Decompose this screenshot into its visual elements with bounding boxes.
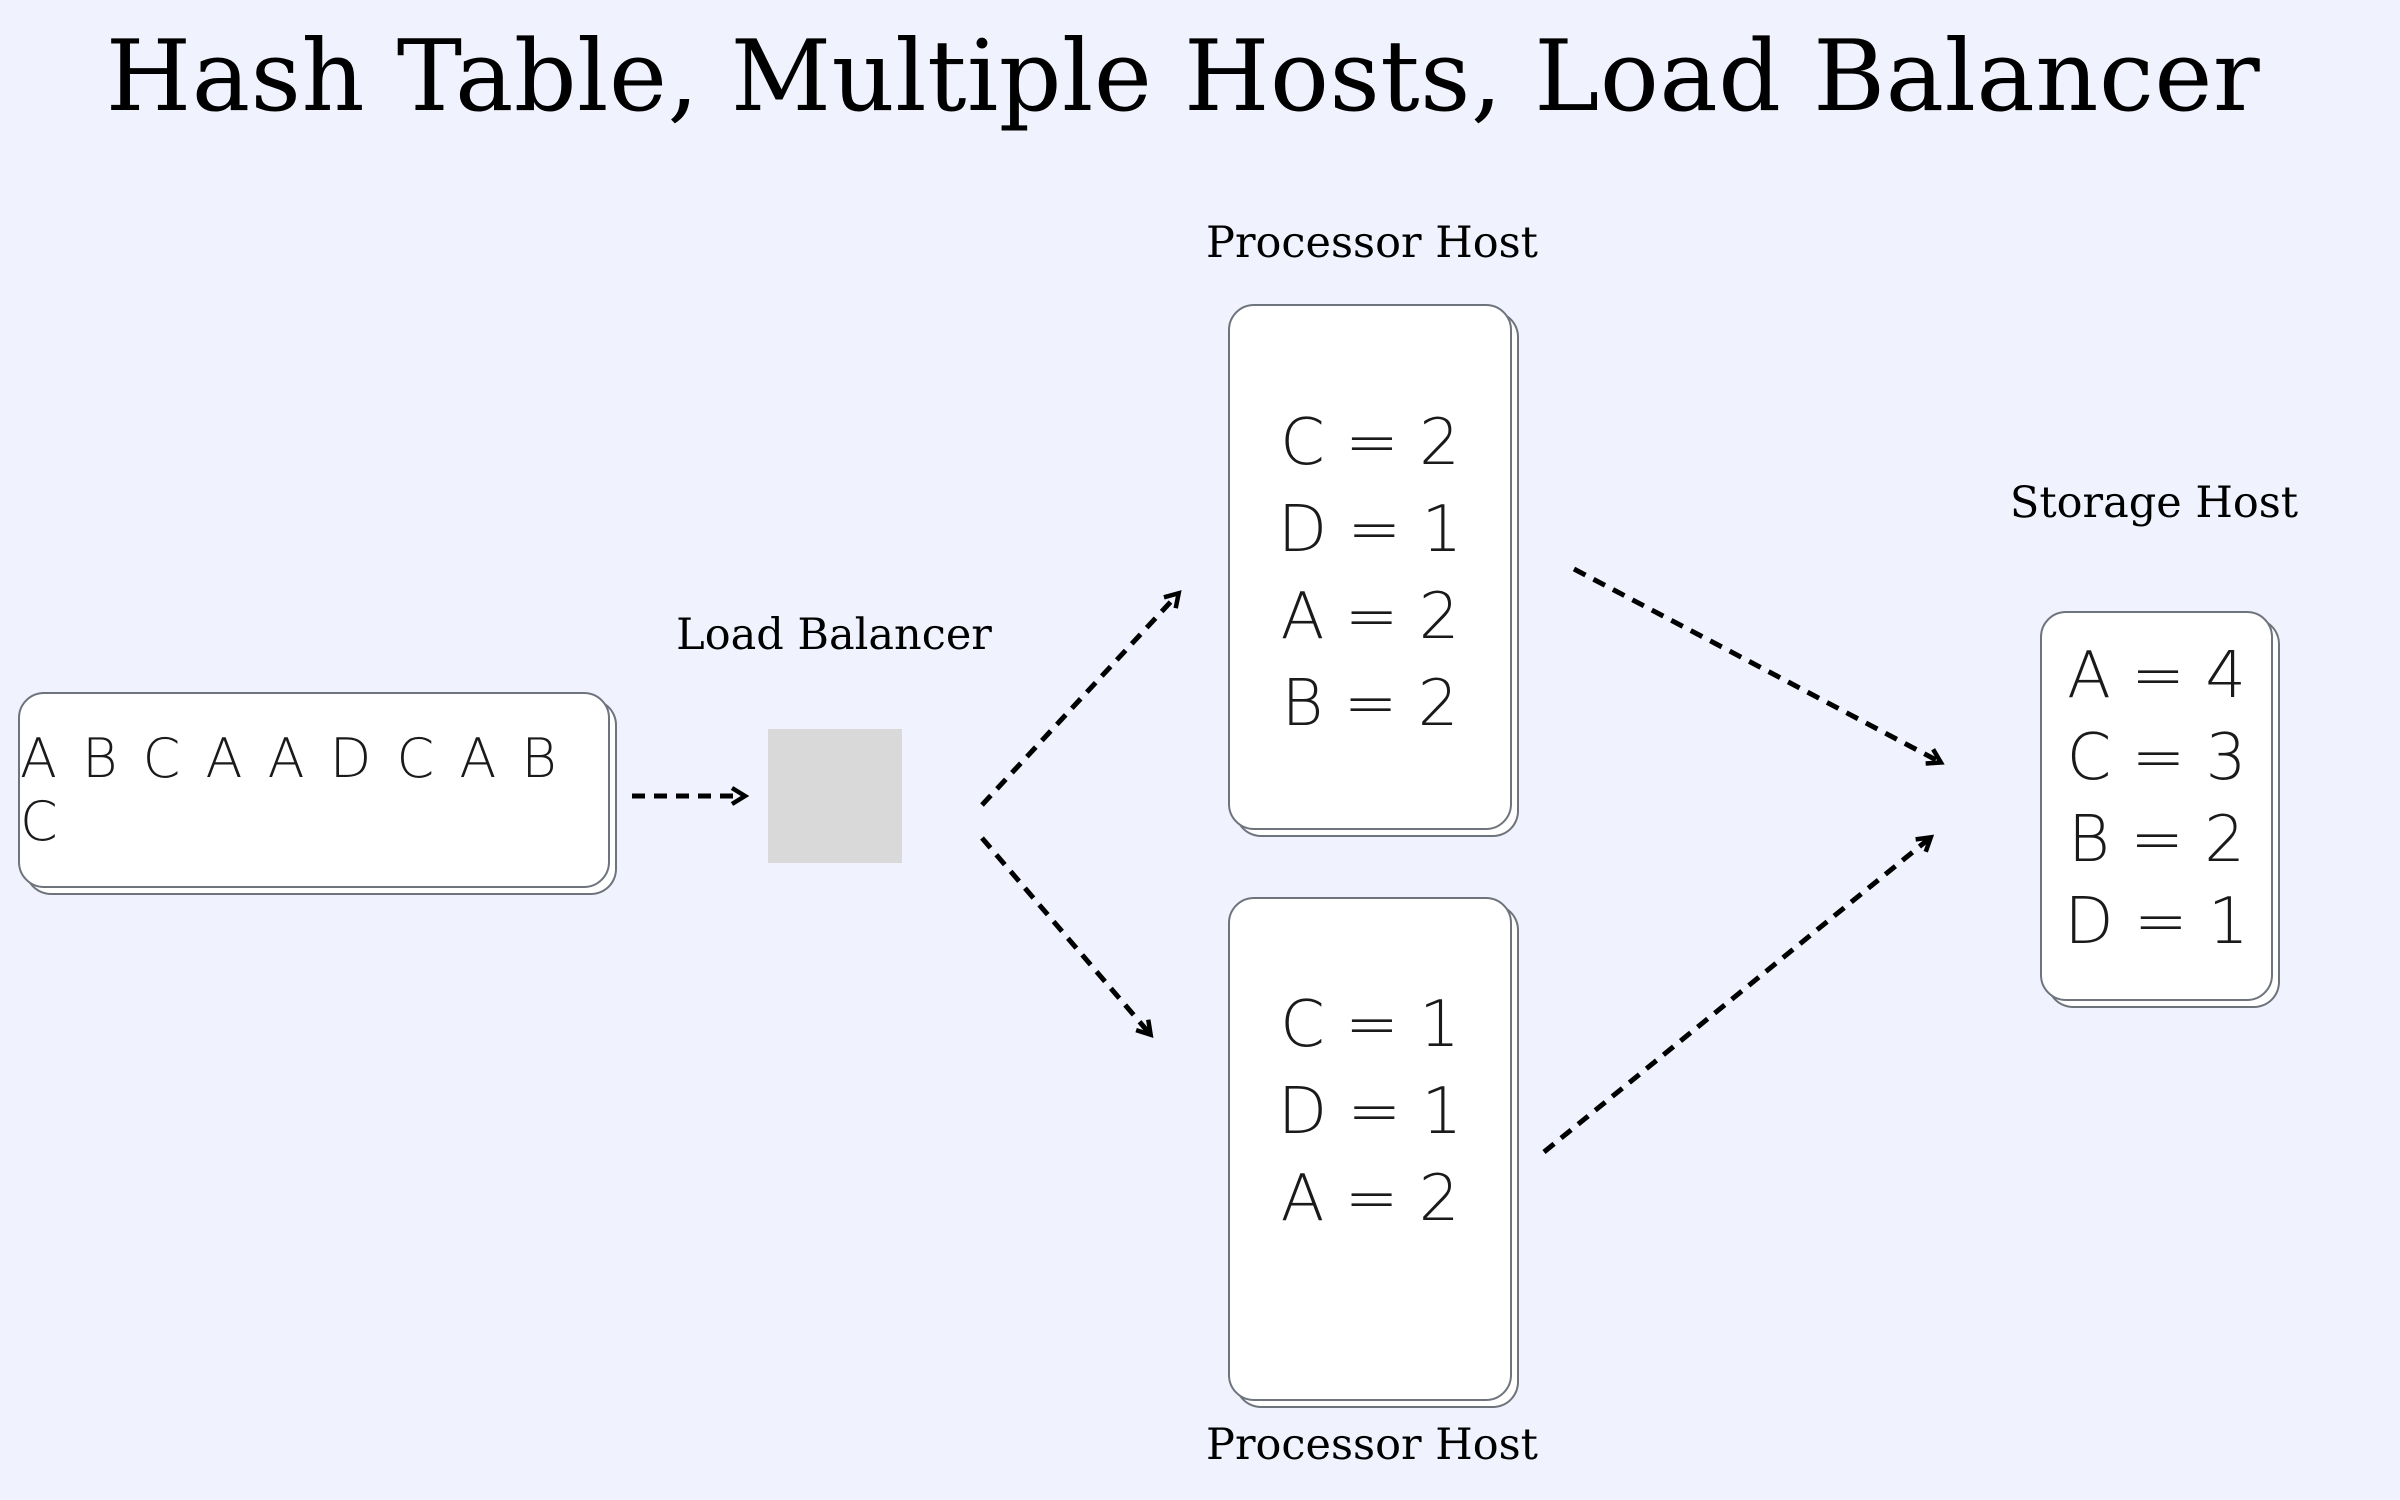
- processor-host-1-label: Processor Host: [1206, 218, 1538, 268]
- processor-host-2-counts: C = 1 D = 1 A = 2: [1230, 982, 1510, 1243]
- count-entry: C = 2: [1280, 406, 1460, 480]
- load-balancer-box: [768, 729, 902, 863]
- processor-host-2-label: Processor Host: [1206, 1420, 1538, 1470]
- count-entry: B = 2: [1281, 667, 1459, 741]
- diagram-title: Hash Table, Multiple Hosts, Load Balance…: [105, 20, 2261, 134]
- count-entry: C = 1: [1280, 988, 1460, 1062]
- processor-host-1-card: C = 2 D = 1 A = 2 B = 2: [1228, 304, 1512, 830]
- count-entry: D = 1: [1277, 1075, 1463, 1149]
- input-sequence-text: A B C A A D C A B C: [20, 727, 559, 853]
- processor-host-1-counts: C = 2 D = 1 A = 2 B = 2: [1230, 400, 1510, 748]
- storage-host-card: A = 4 C = 3 B = 2 D = 1: [2040, 611, 2273, 1001]
- count-entry: B = 2: [2068, 803, 2245, 877]
- storage-host-counts: A = 4 C = 3 B = 2 D = 1: [2042, 635, 2271, 963]
- arrow-processor-1-to-storage: [1572, 566, 1945, 766]
- load-balancer-label: Load Balancer: [676, 610, 992, 660]
- count-entry: A = 2: [1280, 1162, 1460, 1236]
- count-entry: D = 1: [2064, 885, 2249, 959]
- input-sequence-card: A B C A A D C A B C: [18, 692, 610, 888]
- count-entry: C = 3: [2066, 721, 2247, 795]
- arrow-load-balancer-to-processor-1: [980, 590, 1182, 807]
- arrow-processor-2-to-storage: [1542, 834, 1935, 1154]
- count-entry: A = 4: [2067, 639, 2246, 713]
- storage-host-label: Storage Host: [2009, 478, 2299, 528]
- arrow-load-balancer-to-processor-2: [980, 836, 1154, 1039]
- processor-host-2-card: C = 1 D = 1 A = 2: [1228, 897, 1512, 1401]
- count-entry: A = 2: [1280, 580, 1460, 654]
- count-entry: D = 1: [1277, 493, 1463, 567]
